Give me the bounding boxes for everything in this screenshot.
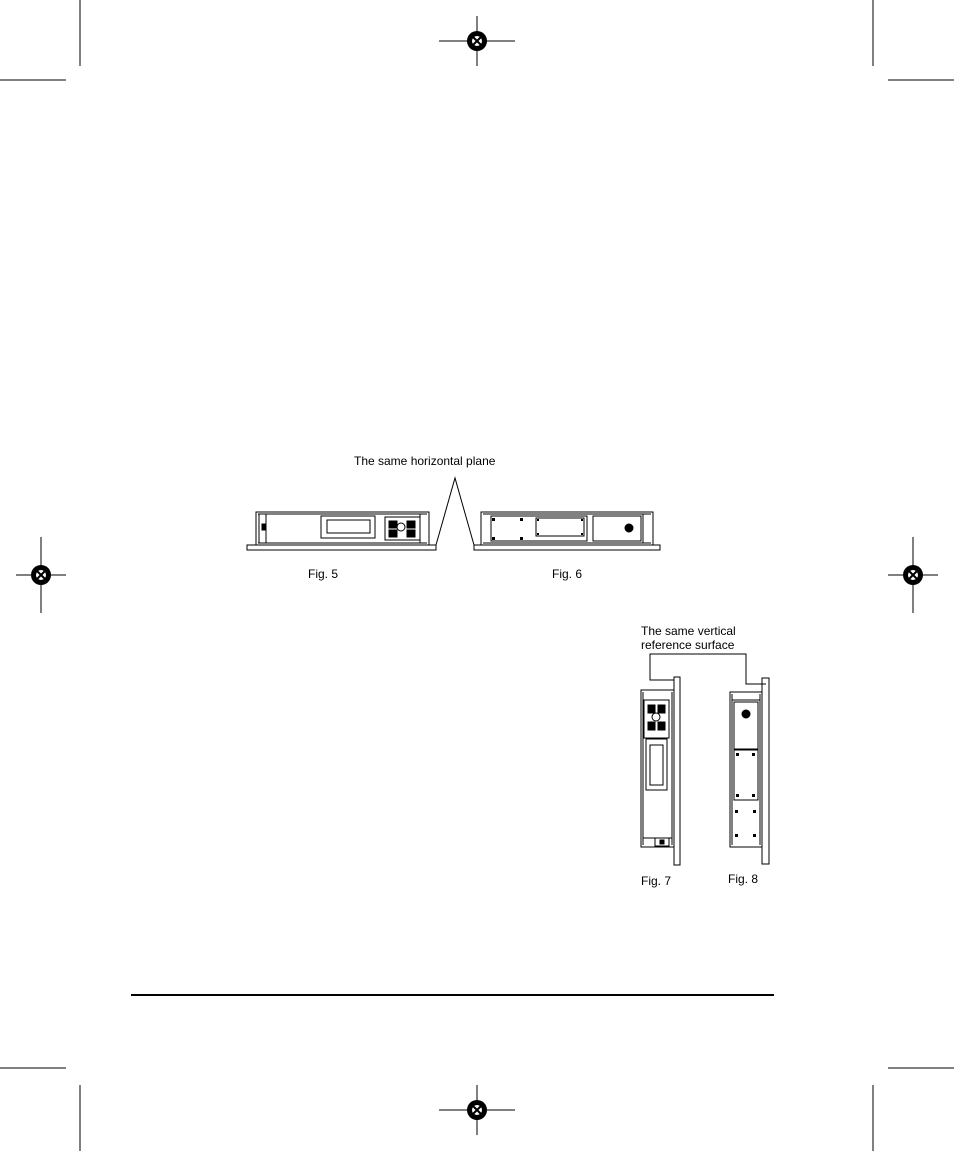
horizontal-plane-label: The same horizontal plane (354, 455, 495, 468)
registration-target-icon (439, 16, 515, 66)
fig5-drawing (247, 512, 436, 550)
fig8-caption: Fig. 8 (728, 873, 758, 886)
registration-target-icon (16, 537, 66, 613)
fig6-caption: Fig. 6 (552, 568, 582, 581)
fig7-caption: Fig. 7 (641, 875, 671, 888)
fig8-drawing (730, 678, 769, 864)
registration-target-icon (439, 1085, 515, 1135)
registration-target-icon (888, 537, 938, 613)
horizontal-plane-callout-line (436, 478, 474, 545)
vertical-surface-label-line1: The same vertical (641, 625, 736, 638)
fig6-drawing (474, 512, 660, 550)
vertical-surface-label-line2: reference surface (641, 639, 734, 652)
fig7-drawing (641, 677, 680, 865)
vertical-surface-callout-line (650, 654, 766, 684)
fig5-caption: Fig. 5 (308, 568, 338, 581)
